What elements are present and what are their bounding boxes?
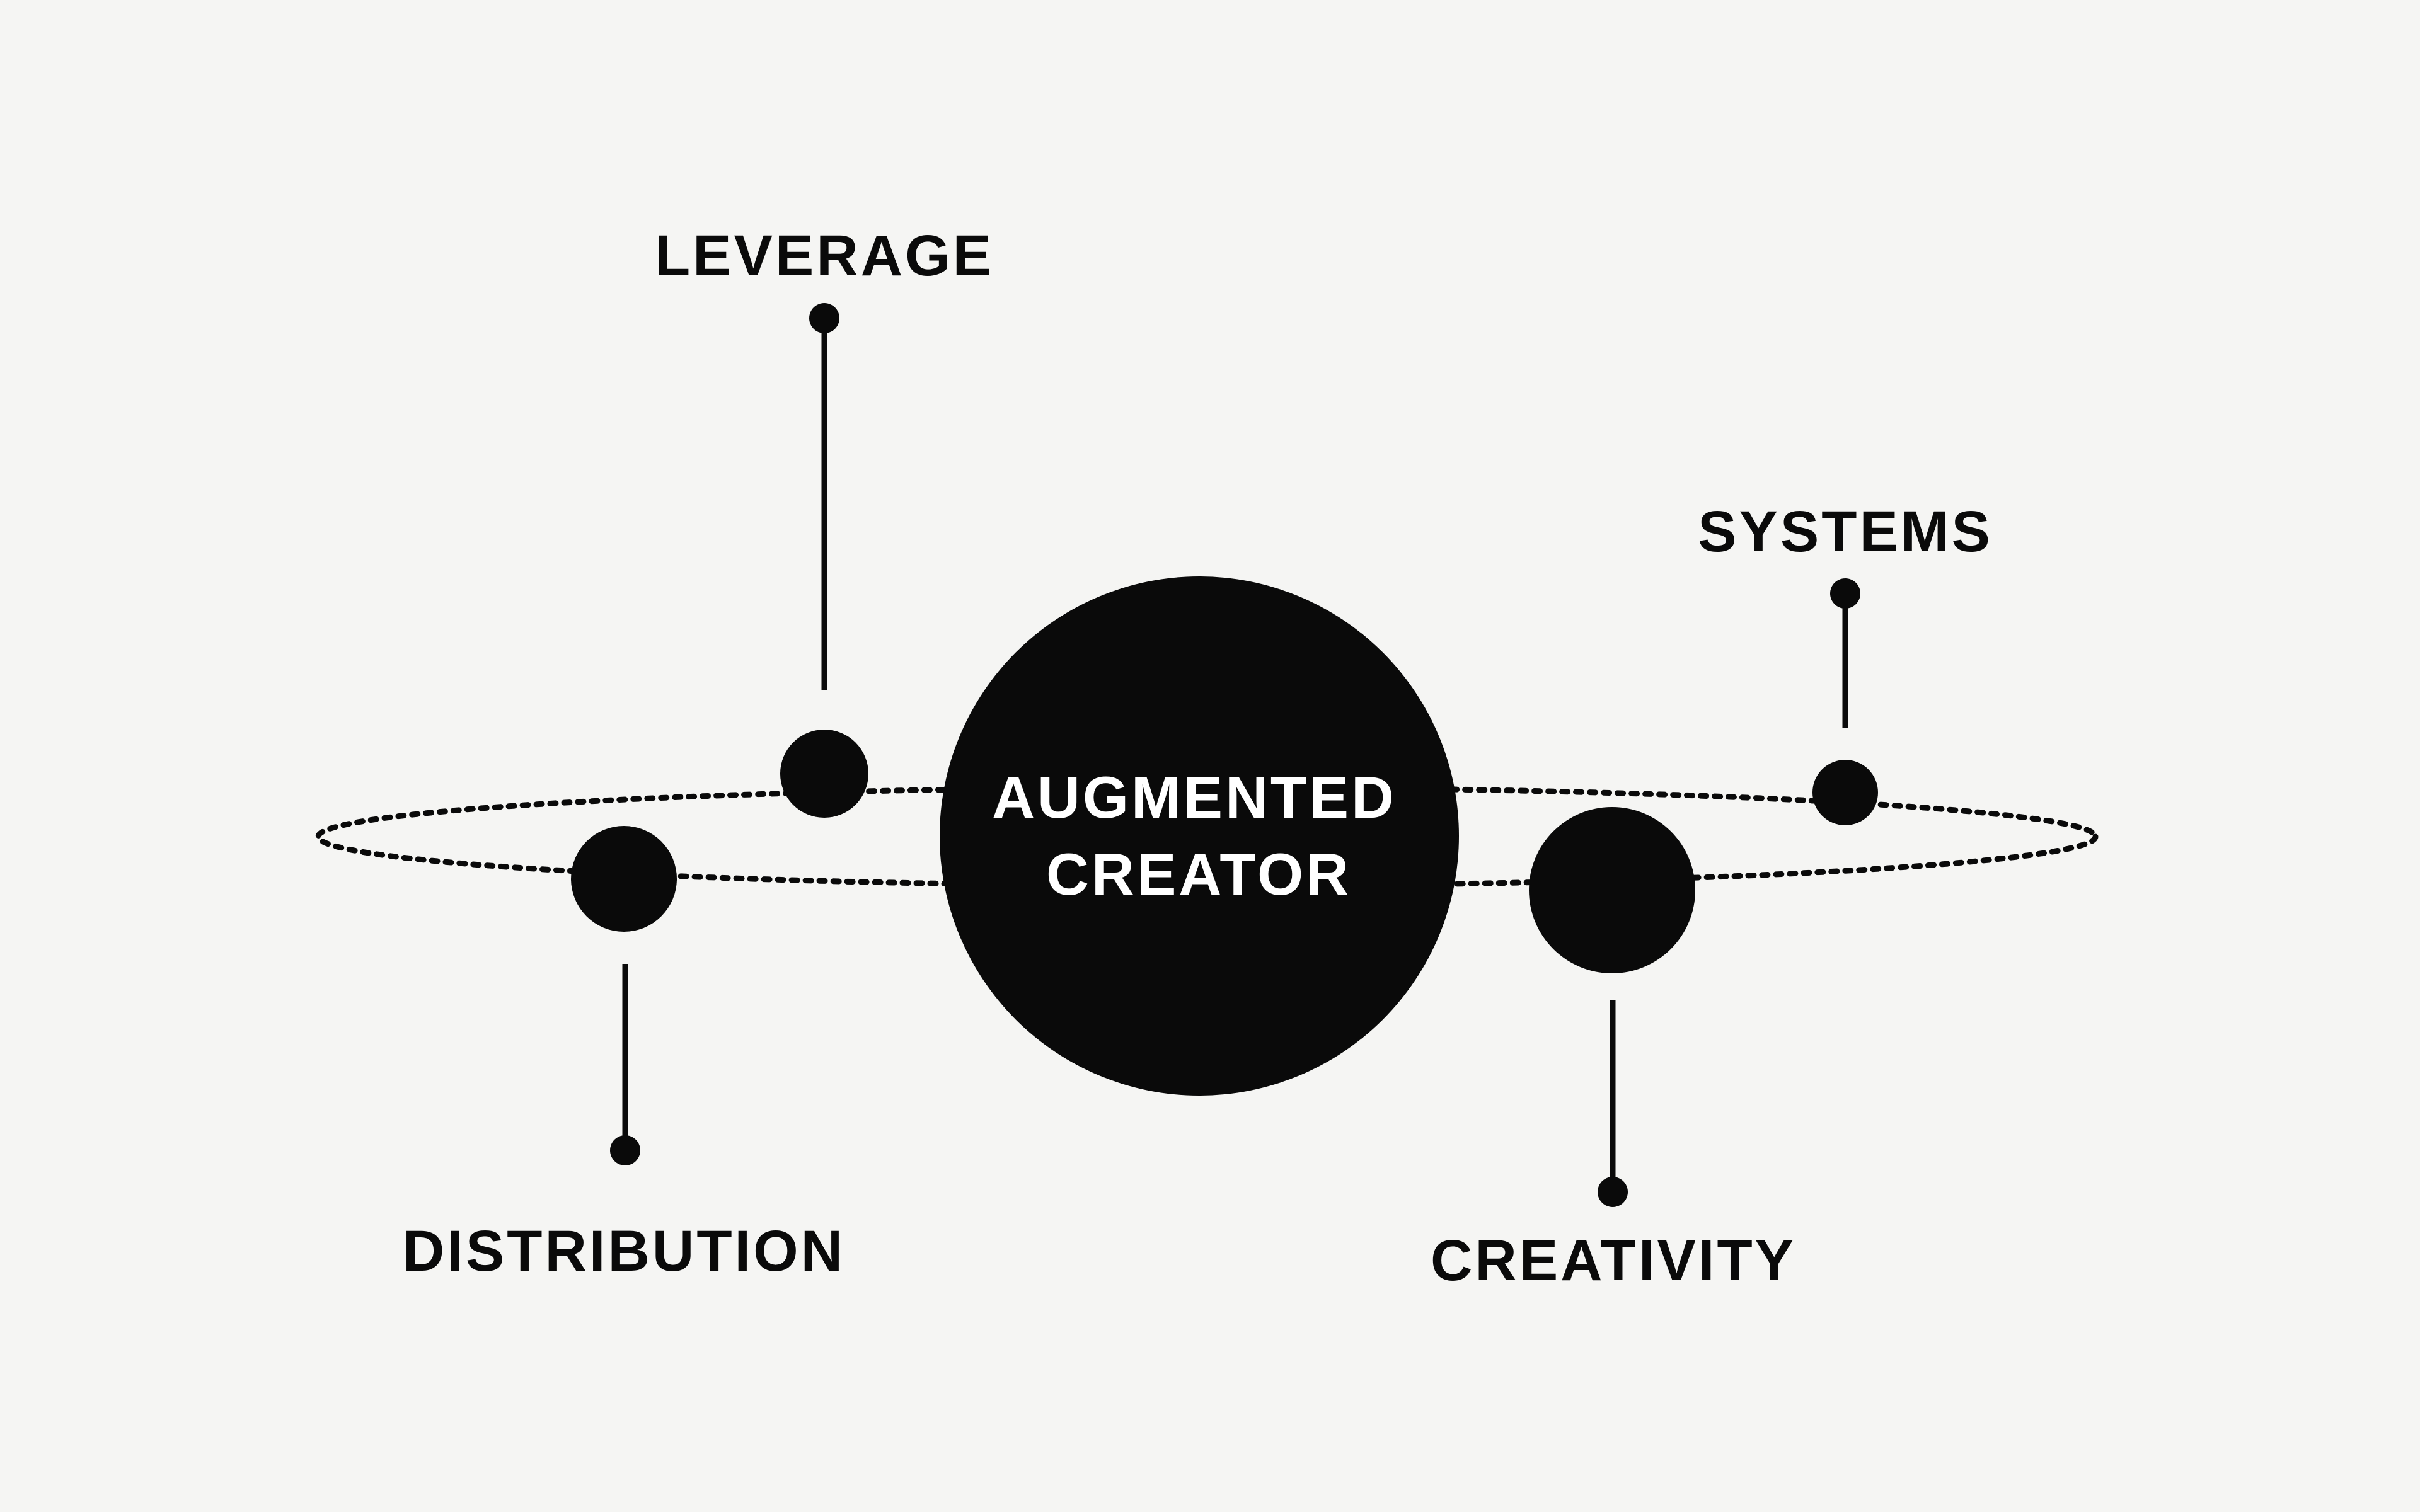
planet-systems-label: SYSTEMS [1698,500,1993,564]
planet-leverage-circle [780,730,868,818]
planet-systems: SYSTEMS [1698,500,1993,825]
planet-creativity-circle [1529,807,1695,973]
planet-creativity-label: CREATIVITY [1431,1228,1796,1293]
planet-systems-circle [1812,760,1878,825]
planet-distribution-pin [610,1135,640,1166]
planet-distribution: DISTRIBUTION [403,826,845,1283]
planet-creativity: CREATIVITY [1431,807,1796,1293]
planet-leverage-pin [809,303,839,333]
planet-creativity-pin [1598,1177,1628,1207]
center-node: AUGMENTED CREATOR [940,576,1459,1096]
center-label-line2: CREATOR [1046,841,1351,907]
center-label-line1: AUGMENTED [992,764,1397,830]
planet-systems-pin [1830,578,1860,609]
center-circle [940,576,1459,1096]
planet-distribution-circle [571,826,677,932]
planet-leverage: LEVERAGE [655,224,994,818]
planet-leverage-label: LEVERAGE [655,224,994,288]
planet-distribution-label: DISTRIBUTION [403,1219,845,1283]
